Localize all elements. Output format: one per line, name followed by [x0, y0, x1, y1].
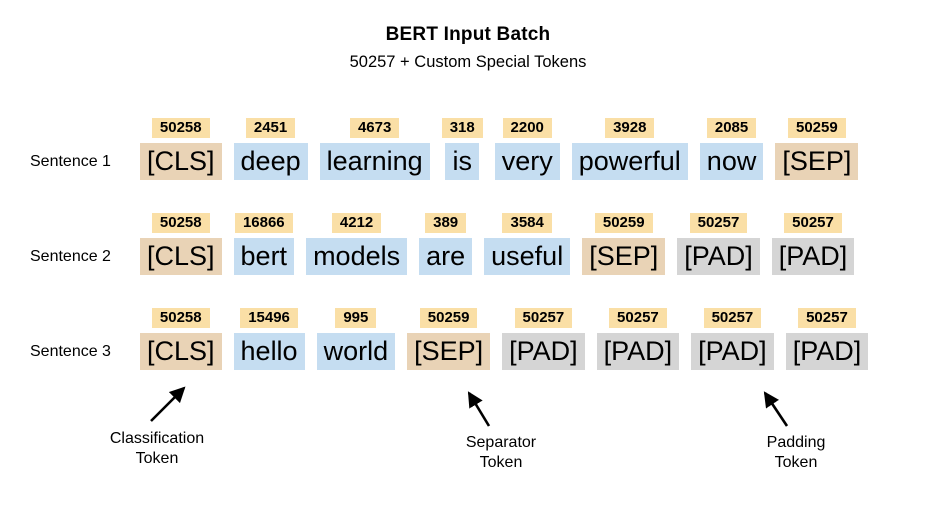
separator-arrow-icon — [467, 391, 491, 427]
annotation-line: Classification — [109, 430, 205, 447]
sentence-row: Sentence 1 50258 [CLS] 2451 deep 4673 le… — [30, 118, 859, 180]
sentence-label: Sentence 2 — [30, 248, 111, 265]
annotation-line: Padding — [766, 434, 826, 451]
token-text: [PAD] — [596, 333, 680, 370]
token: 4673 learning — [319, 118, 430, 180]
token: 995 world — [316, 308, 396, 370]
token: 2085 now — [699, 118, 764, 180]
token-text: models — [306, 238, 408, 275]
page-title: BERT Input Batch — [385, 24, 551, 45]
token-id-badge: 50257 — [703, 308, 762, 328]
token: 50259 [SEP] — [407, 308, 491, 370]
token-text: powerful — [571, 143, 688, 180]
token: 50258 [CLS] — [140, 213, 222, 275]
annotation-line: Separator — [465, 434, 537, 451]
token-text: are — [419, 238, 473, 275]
token-id-badge: 50257 — [609, 308, 667, 328]
token-id-badge: 4673 — [349, 118, 400, 138]
token-text: bert — [233, 238, 295, 275]
page-subtitle: 50257 + Custom Special Tokens — [349, 53, 587, 71]
token-id-badge: 4212 — [331, 213, 382, 233]
token: 3928 powerful — [571, 118, 688, 180]
sentence-row: Sentence 2 50258 [CLS] 16866 bert 4212 m… — [30, 213, 855, 275]
token-id-badge: 50258 — [151, 118, 210, 138]
token-text: useful — [484, 238, 571, 275]
token: 318 is — [441, 118, 483, 180]
token-id-badge: 50257 — [514, 308, 573, 328]
token: 50257 [PAD] — [677, 213, 760, 275]
padding-token-label: Padding Token — [721, 433, 871, 473]
token-id-badge: 50257 — [689, 213, 748, 233]
token: 16866 bert — [233, 213, 295, 275]
token: 15496 hello — [233, 308, 305, 370]
token-text: [PAD] — [785, 333, 869, 370]
token: 50259 [SEP] — [775, 118, 859, 180]
annotation-line: Token — [774, 454, 818, 471]
token: 4212 models — [306, 213, 408, 275]
token-text: deep — [233, 143, 308, 180]
token-id-badge: 50259 — [419, 308, 478, 328]
token: 3584 useful — [484, 213, 571, 275]
sentence-row: Sentence 3 50258 [CLS] 15496 hello 995 w… — [30, 308, 869, 370]
token-id-badge: 50259 — [594, 213, 653, 233]
token-text: world — [316, 333, 396, 370]
token-text: [CLS] — [140, 143, 222, 180]
token: 50257 [PAD] — [502, 308, 585, 370]
token: 389 are — [419, 213, 473, 275]
token-text: is — [445, 143, 479, 180]
token-id-badge: 3928 — [605, 118, 655, 138]
separator-token-label: Separator Token — [426, 433, 576, 473]
token-id-badge: 16866 — [234, 213, 293, 233]
token: 2451 deep — [233, 118, 308, 180]
token: 2200 very — [494, 118, 560, 180]
token-text: [SEP] — [407, 333, 491, 370]
token-id-badge: 15496 — [240, 308, 298, 328]
token: 50257 [PAD] — [771, 213, 855, 275]
token: 50257 [PAD] — [596, 308, 680, 370]
token-id-badge: 2451 — [245, 118, 296, 138]
token: 50257 [PAD] — [785, 308, 869, 370]
classification-arrow-icon — [150, 386, 186, 422]
token-text: hello — [233, 333, 305, 370]
token-text: [PAD] — [677, 238, 760, 275]
token-text: [CLS] — [140, 238, 222, 275]
token-text: [PAD] — [691, 333, 774, 370]
token-text: now — [699, 143, 764, 180]
token-text: [PAD] — [771, 238, 855, 275]
token-text: [CLS] — [140, 333, 222, 370]
token-id-badge: 389 — [425, 213, 467, 233]
classification-token-label: Classification Token — [82, 429, 232, 469]
token-id-badge: 50257 — [798, 308, 856, 328]
token-id-badge: 50259 — [787, 118, 846, 138]
sentence-label: Sentence 3 — [30, 343, 111, 360]
annotation-line: Token — [135, 450, 179, 467]
token: 50258 [CLS] — [140, 118, 222, 180]
token-id-badge: 995 — [335, 308, 377, 328]
token-text: learning — [319, 143, 430, 180]
token-id-badge: 318 — [441, 118, 483, 138]
token-text: [PAD] — [502, 333, 585, 370]
token-text: [SEP] — [775, 143, 859, 180]
token: 50257 [PAD] — [691, 308, 774, 370]
diagram-header: BERT Input Batch 50257 + Custom Special … — [0, 24, 936, 72]
token-id-badge: 2200 — [502, 118, 552, 138]
token-text: [SEP] — [582, 238, 666, 275]
token-id-badge: 50257 — [784, 213, 842, 233]
annotation-line: Token — [479, 454, 523, 471]
token: 50258 [CLS] — [140, 308, 222, 370]
token-text: very — [494, 143, 560, 180]
token-id-badge: 50258 — [151, 308, 210, 328]
token-id-badge: 3584 — [502, 213, 552, 233]
token-id-badge: 50258 — [151, 213, 210, 233]
token: 50259 [SEP] — [582, 213, 666, 275]
sentence-label: Sentence 1 — [30, 153, 111, 170]
token-id-badge: 2085 — [706, 118, 757, 138]
padding-arrow-icon — [763, 391, 789, 427]
